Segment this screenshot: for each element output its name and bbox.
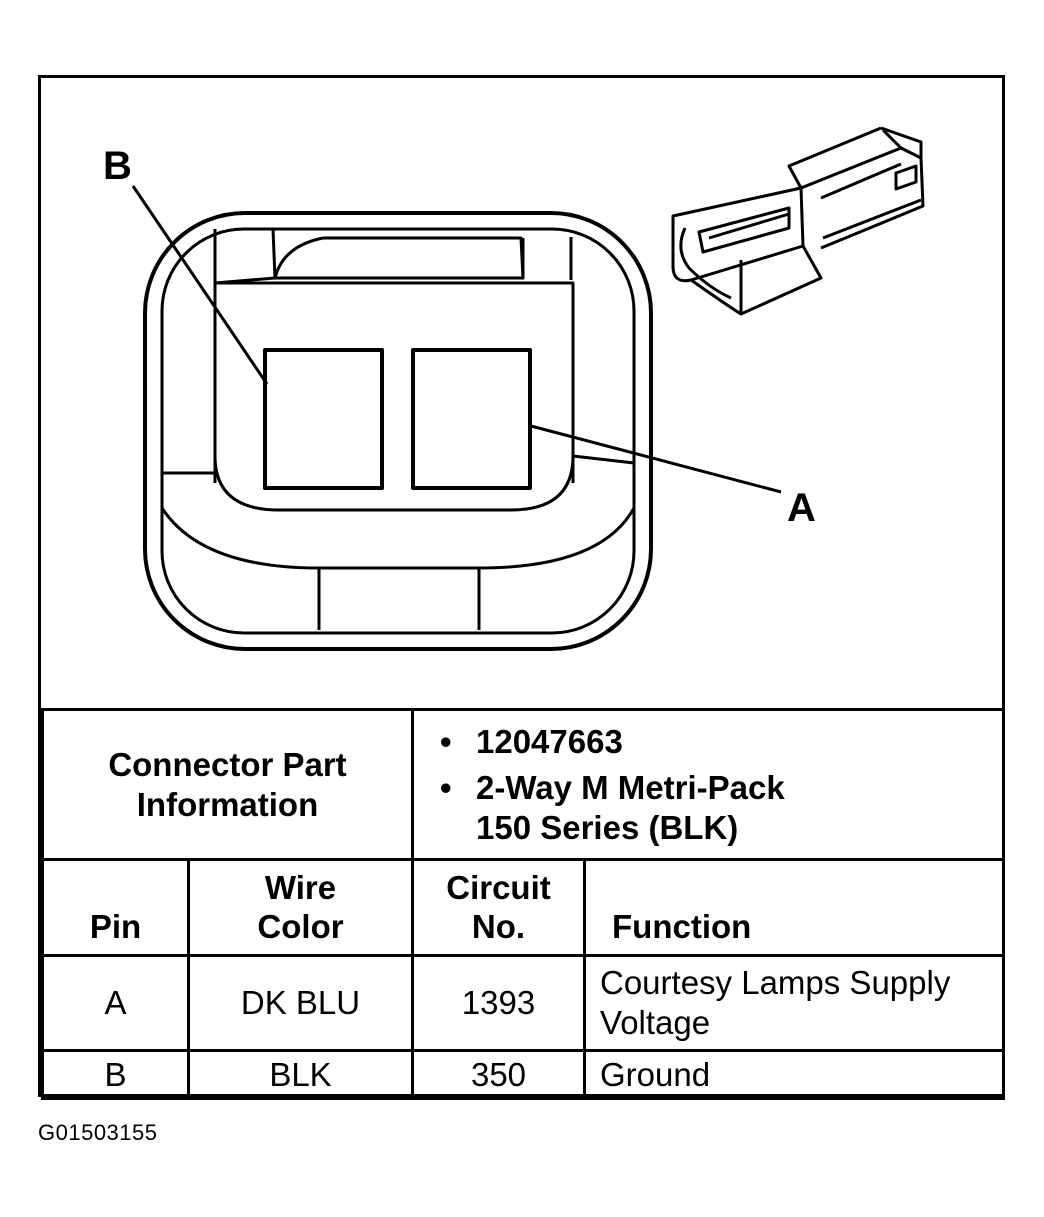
connector-info-table: Connector Part Information 12047663 2-Wa…: [41, 708, 1005, 1100]
leader-line-a: [530, 424, 782, 494]
pin-row: B BLK 350 Ground: [41, 1049, 1005, 1100]
part-number: 12047663: [440, 722, 1002, 762]
callout-pin-b: B: [103, 144, 132, 188]
wire-color-cell: BLK: [187, 1049, 414, 1100]
connector-part-row: Connector Part Information 12047663 2-Wa…: [41, 708, 1005, 861]
connector-figure-frame: B A Connector Part Information 12047663 …: [38, 75, 1005, 1100]
pin-row: A DK BLU 1393 Courtesy Lamps Supply Volt…: [41, 954, 1005, 1052]
connector-face-drawing: [131, 126, 925, 651]
connector-diagram: B A: [41, 78, 1002, 708]
circuit-no-cell: 350: [411, 1049, 586, 1100]
figure-id: G01503155: [38, 1120, 158, 1145]
terminal-b: [263, 348, 384, 490]
terminal-cavity: [213, 281, 575, 512]
function-cell: Ground: [583, 1049, 1005, 1100]
connector-part-list: 12047663 2-Way M Metri-Pack 150 Series (…: [414, 716, 1002, 854]
connector-inner-shell: [160, 227, 636, 635]
header-circuit-no: Circuit No.: [411, 858, 586, 957]
function-cell: Courtesy Lamps Supply Voltage: [583, 954, 1005, 1052]
connector-part-label: Connector Part Information: [41, 708, 414, 861]
terminal-a: [411, 348, 532, 490]
connector-outer-shell: [143, 211, 653, 651]
pin-cell: A: [41, 954, 190, 1052]
part-description: 2-Way M Metri-Pack 150 Series (BLK): [440, 768, 1002, 848]
pin-table-header-row: Pin Wire Color Circuit No. Function: [41, 858, 1005, 957]
circuit-no-cell: 1393: [411, 954, 586, 1052]
pin-cell: B: [41, 1049, 190, 1100]
header-pin: Pin: [41, 858, 190, 957]
header-wire-color: Wire Color: [187, 858, 414, 957]
leader-line-b: [131, 185, 269, 385]
connector-top-key: [273, 236, 525, 280]
header-function: Function: [583, 858, 1005, 957]
wire-color-cell: DK BLU: [187, 954, 414, 1052]
connector-part-details: 12047663 2-Way M Metri-Pack 150 Series (…: [411, 708, 1005, 861]
callout-pin-a: A: [787, 486, 816, 530]
connector-perspective-view: [671, 126, 925, 316]
